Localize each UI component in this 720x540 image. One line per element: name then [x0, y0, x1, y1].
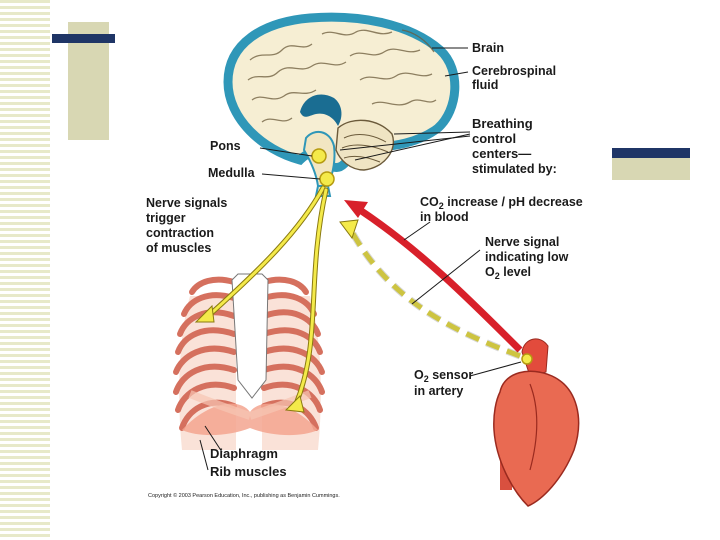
sternum [231, 273, 269, 399]
sensor-text-b: sensor [429, 368, 474, 382]
label-stimulated-by: stimulated by: [472, 162, 557, 176]
label-low-o2-line2: indicating low [485, 250, 569, 264]
label-breathing-centers-line1: Breathing [472, 116, 533, 131]
label-csf-line2: fluid [472, 78, 498, 92]
decorative-khaki-block-right [612, 158, 690, 180]
motor-nerve-paths [203, 185, 329, 407]
decorative-navy-bar-left [52, 34, 115, 43]
label-medulla: Medulla [208, 166, 256, 180]
brain-gyri [247, 29, 437, 123]
diaphragm-muscle [182, 403, 318, 436]
co2-subscript: 2 [439, 201, 444, 211]
brain-illustration [223, 12, 460, 197]
label-nerve-signals-line1: Nerve signals [146, 196, 227, 210]
aortic-arch [521, 338, 549, 377]
rib-muscles-leader-line [199, 439, 209, 471]
label-nerve-signals-line3: contraction [146, 226, 214, 240]
pons-center-dot [311, 148, 327, 164]
co2-signal-arrow [358, 207, 523, 353]
diaphragm-nerve-arrowhead [284, 395, 305, 413]
co2-text-a: CO [420, 195, 439, 209]
brain-ventricle [300, 94, 342, 126]
cerebellum-folds [341, 134, 389, 163]
low-o2-text-b: level [500, 265, 531, 279]
label-pons: Pons [210, 139, 241, 153]
brain-cerebrum [223, 12, 460, 172]
o2-arrowhead [339, 219, 359, 240]
co2-arrowhead [344, 200, 368, 218]
label-nerve-signals-line4: of muscles [146, 241, 211, 255]
label-nerve-signals-line2: trigger [146, 211, 186, 225]
copyright-notice: Copyright © 2003 Pearson Education, Inc.… [148, 492, 340, 499]
label-brain: Brain [472, 41, 504, 55]
o2-signal-dashed-arrow [349, 230, 521, 359]
label-low-o2-line3: O2 level [485, 265, 531, 281]
o2-sensor-dot [521, 353, 533, 365]
label-o2-sensor-line2: in artery [414, 384, 463, 398]
left-stripe-pattern [0, 0, 50, 540]
diaphragm-leader-line [204, 425, 223, 453]
label-csf-line1: Cerebrospinal [472, 64, 556, 78]
rib-nerve-arrowhead [194, 304, 215, 323]
sensor-subscript: 2 [424, 374, 429, 384]
leader-lines [259, 47, 481, 305]
label-breathing-centers-line3: centers— [472, 146, 531, 161]
rib-cage-illustration [173, 273, 325, 471]
label-diaphragm: Diaphragm [210, 446, 278, 461]
label-co2-line2: in blood [420, 210, 469, 224]
low-o2-text-a: O [485, 265, 495, 279]
label-breathing-centers-line2: control [472, 131, 516, 146]
sensor-text-a: O [414, 368, 424, 382]
heart-illustration [469, 338, 580, 507]
rib-muscle-bands [188, 390, 312, 420]
medulla-center-dot [319, 171, 335, 187]
label-o2-sensor-line1: O2 sensor [414, 368, 473, 384]
label-low-o2-line1: Nerve signal [485, 235, 559, 249]
low-o2-subscript: 2 [495, 271, 500, 281]
co2-text-b: increase / pH decrease [444, 195, 583, 209]
heart-groove [529, 383, 538, 471]
o2-dashed-outline [348, 230, 522, 360]
decorative-navy-bar-right [612, 148, 690, 158]
label-co2-line1: CO2 increase / pH decrease [420, 195, 583, 211]
o2-sensor-leader-line [469, 361, 522, 377]
label-rib-muscles: Rib muscles [210, 464, 287, 479]
